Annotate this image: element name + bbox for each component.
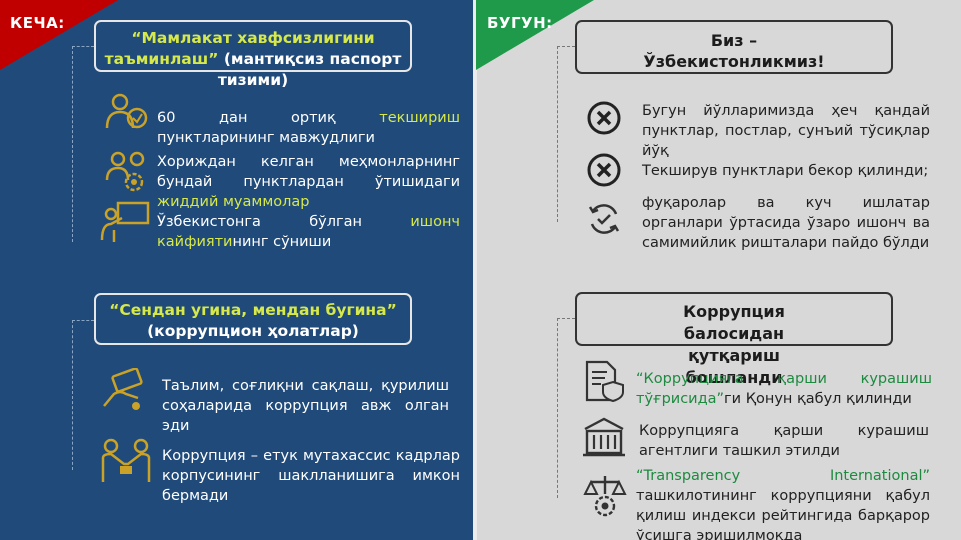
left-heading-box-1: “Мамлакат хавфсизлигини таъминлаш” (мант… (94, 20, 412, 89)
left-heading-1-rest: (мантиқсиз паспорт тизими) (217, 50, 402, 89)
left-heading-1-highlight: “Мамлакат хавфсизлигини таъминлаш” (104, 29, 375, 68)
connector (557, 318, 575, 319)
right-item-4: “Коррупцияга қарши курашиш тўғрисида”ги … (636, 371, 932, 407)
right-panel (476, 0, 961, 540)
left-item-1: 60 дан ортиқ текшириш пунктларининг мавж… (157, 110, 460, 146)
left-heading-2-rest: (коррупцион ҳолатлар) (147, 322, 359, 340)
money-hand-icon (103, 368, 143, 410)
left-corner-label: КЕЧА: (10, 14, 65, 32)
right-heading-box-1: Биз – Ўзбекистонликмиз! (575, 20, 893, 74)
left-item-3: Ўзбекистонга бўлган ишонч кайфиятининг с… (157, 214, 460, 250)
right-item-5: Коррупцияга қарши курашиш агентлиги ташк… (639, 423, 929, 459)
left-item-5: Коррупция – етук мутахассис кадрлар корп… (162, 448, 460, 504)
handshake-icon (101, 438, 151, 482)
group-gear-icon (105, 151, 145, 192)
left-heading-2-highlight: “Сендан угина, мендан бугина” (109, 301, 397, 319)
connector (72, 320, 73, 470)
connector (72, 320, 94, 321)
connector (557, 46, 558, 222)
connector (72, 46, 73, 242)
cross-circle-icon (587, 101, 621, 135)
refresh-check-icon (588, 204, 620, 234)
presenter-icon (100, 201, 150, 242)
right-item-6: “Transparency International” ташкилотини… (636, 468, 930, 540)
left-panel (0, 0, 476, 540)
right-corner-ribbon (476, 0, 594, 70)
people-icon (105, 93, 148, 129)
building-icon (583, 417, 625, 457)
left-item-4: Таълим, соғлиқни сақлаш, қурилиш соҳалар… (162, 378, 449, 434)
right-corner-label: БУГУН: (487, 14, 553, 32)
document-shield-icon (585, 360, 624, 402)
right-item-2: Текширув пунктлари бекор қилинди; (642, 163, 929, 179)
scales-gear-icon (583, 476, 627, 517)
right-item-3: фуқаролар ва куч ишлатар органлари ўртас… (642, 195, 930, 251)
cross-circle-icon (587, 153, 621, 187)
left-item-2: Хориждан келган меҳмонларнинг бундай пун… (157, 154, 460, 210)
connector (72, 46, 94, 47)
connector (557, 318, 558, 498)
panel-divider (473, 0, 477, 540)
left-heading-box-2: “Сендан угина, мендан бугина” (коррупцио… (94, 293, 412, 345)
connector (557, 46, 575, 47)
right-heading-box-2: Коррупция балосидан қутқариш бошланди (575, 292, 893, 387)
right-item-1: Бугун йўлларимизда ҳеч қандай пунктлар, … (642, 103, 930, 159)
